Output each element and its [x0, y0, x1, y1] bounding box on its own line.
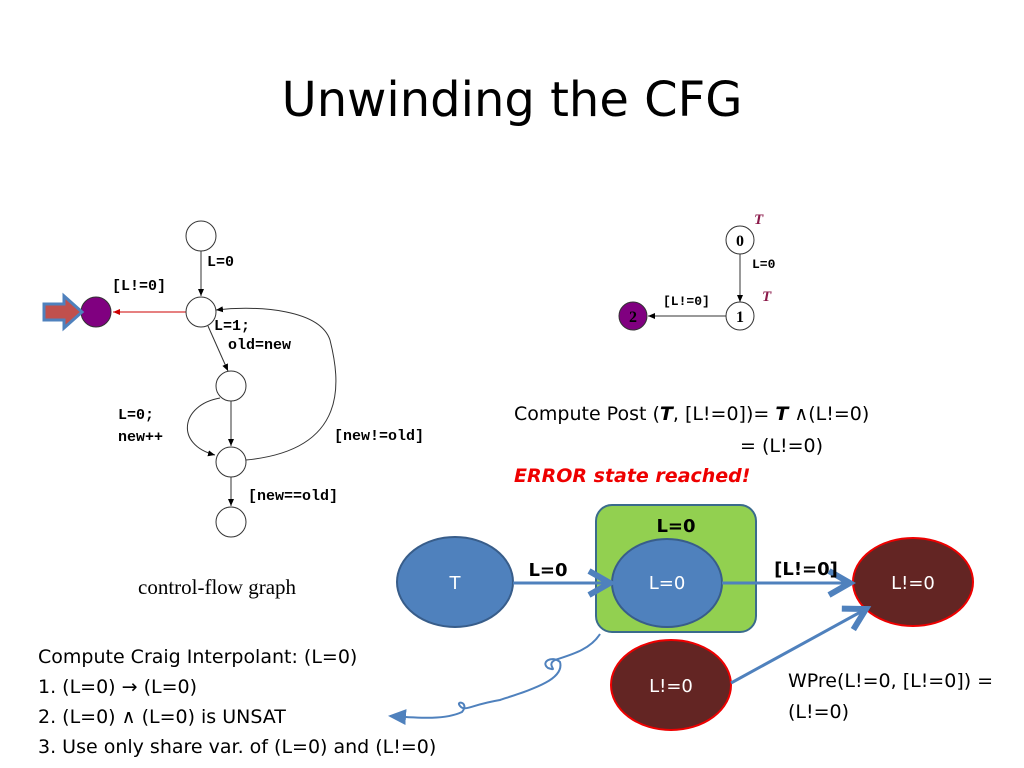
cfg-edge-label: L=0: [207, 254, 234, 271]
interp-line: Compute Craig Interpolant: (L=0): [38, 646, 357, 668]
edge-label: L=0: [528, 560, 567, 581]
cfg-node: [185, 220, 217, 252]
abstract-reachability-tree: 0 1 2 T T L=0 [L!=0]: [618, 212, 776, 331]
cfg-back-edge: [215, 306, 337, 461]
cfg-edge-label: L=0;: [118, 407, 154, 424]
node-label: L!=0: [649, 676, 693, 697]
cfg-edge-label: new++: [118, 429, 163, 446]
cfg-node: [215, 370, 247, 402]
wpre-arrow: [730, 609, 866, 685]
error-message: ERROR state reached!: [514, 465, 750, 487]
art-annotation: T: [762, 289, 772, 305]
art-node: [725, 225, 755, 255]
cfg-edge-label: [new!=old]: [334, 428, 424, 445]
interpolant-steps: Compute Craig Interpolant: (L=0) 1. (L=0…: [38, 646, 436, 758]
cfg-node: [185, 296, 217, 328]
cfg-loop-edge: [187, 397, 221, 457]
compute-post-text: Compute Post (T, [L!=0])= T ∧(L!=0): [514, 403, 869, 425]
interp-line: 3. Use only share var. of (L=0) and (L!=…: [38, 736, 436, 758]
box-label: L=0: [656, 516, 695, 537]
refinement-diagram: T L=0 L!=0 L!=0 L=0 L=0 [L!=0] WPre(L!=0…: [388, 504, 993, 731]
art-node-label: 0: [736, 233, 744, 250]
art-annotation: T: [754, 212, 764, 228]
cfg-error-node: [80, 296, 112, 328]
edge-label: [L!=0]: [774, 559, 838, 580]
node-label: L!=0: [891, 573, 935, 594]
control-flow-graph: L=0 [L!=0] L=1; old=new L=0; new++ [new!…: [42, 220, 424, 599]
cfg-edge-label: L=1;: [214, 318, 250, 335]
interp-line: 1. (L=0) → (L=0): [38, 676, 197, 698]
compute-post-result: = (L!=0): [740, 435, 823, 457]
node-label: L=0: [649, 573, 686, 594]
art-error-node: [618, 301, 648, 331]
cfg-caption: control-flow graph: [138, 575, 297, 599]
pointer-arrow-icon: [42, 292, 85, 332]
art-node-label: 2: [629, 309, 637, 326]
wpre-result: (L!=0): [788, 701, 849, 723]
art-edge-label: [L!=0]: [663, 294, 710, 309]
cfg-edge-label: old=new: [228, 337, 291, 354]
node-label: T: [449, 573, 462, 594]
cfg-node: [215, 446, 247, 478]
cfg-edge-label: [new==old]: [248, 488, 338, 505]
art-edge-label: L=0: [752, 257, 776, 272]
error-state-node-2: [610, 639, 732, 731]
art-node-label: 1: [736, 309, 744, 326]
slide-title: Unwinding the CFG: [282, 72, 743, 128]
wpre-text: WPre(L!=0, [L!=0]) =: [788, 670, 993, 692]
cfg-node: [215, 506, 247, 538]
art-node: [725, 301, 755, 331]
handwritten-arrow: [388, 633, 601, 726]
cfg-edge: [207, 325, 229, 372]
interp-line: 2. (L=0) ∧ (L=0) is UNSAT: [38, 706, 286, 728]
cfg-edge-label: [L!=0]: [112, 278, 166, 295]
